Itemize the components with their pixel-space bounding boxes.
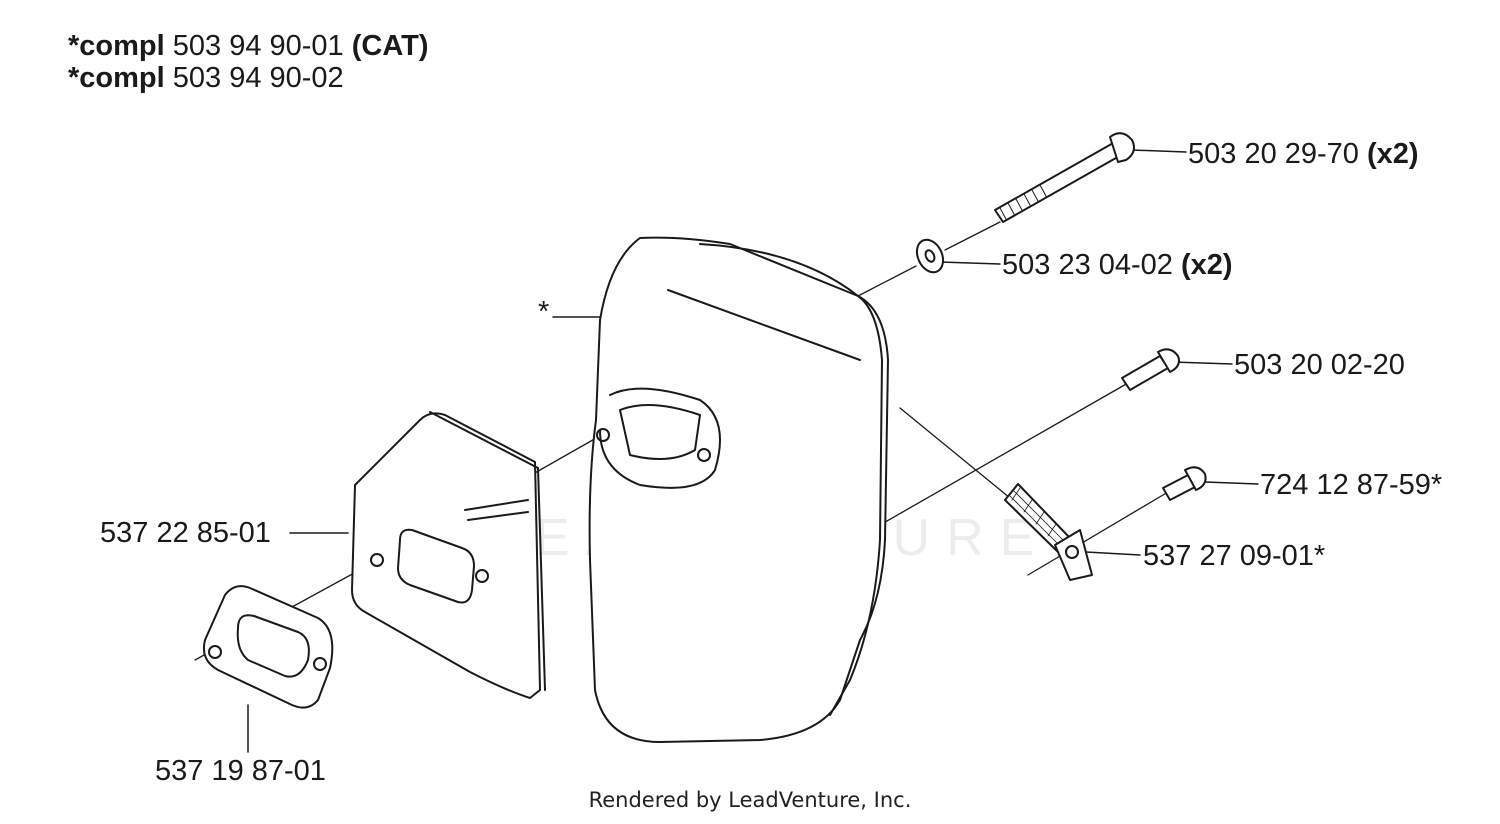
heat-shield-part: [351, 411, 546, 699]
footer-credit: Rendered by LeadVenture, Inc.: [588, 788, 912, 812]
label-plate: 537 27 09-01*: [1143, 540, 1326, 572]
label-gasket: 537 19 87-01: [155, 755, 326, 787]
label-washer: 503 23 04-02 (x2): [1002, 249, 1233, 281]
header-line-1: *compl 503 94 90-01 (CAT): [68, 30, 429, 62]
washer-part: [915, 238, 945, 274]
label-screw: 503 20 02-20: [1234, 349, 1405, 381]
screen-plate-part: [1004, 483, 1093, 581]
label-heat-shield: 537 22 85-01: [100, 517, 271, 549]
muffler-body-part: [588, 236, 889, 743]
label-washer-number: 503 23 04-02: [1002, 249, 1173, 281]
long-bolt-part: [994, 132, 1135, 223]
label-long-bolt: 503 20 29-70 (x2): [1188, 138, 1419, 170]
label-long-bolt-number: 503 20 29-70: [1188, 138, 1359, 170]
assembly-header: *compl 503 94 90-01 (CAT) *compl 503 94 …: [68, 30, 429, 94]
header-line1-number: 503 94 90-01: [172, 30, 344, 62]
header-line-2: *compl 503 94 90-02: [68, 62, 429, 94]
gasket-part: [202, 585, 334, 709]
header-line2-number: 503 94 90-02: [172, 62, 344, 94]
header-line2-prefix: *compl: [68, 62, 165, 94]
label-washer-qty: (x2): [1181, 249, 1233, 281]
label-small-screw: 724 12 87-59*: [1260, 469, 1443, 501]
header-line1-suffix: (CAT): [351, 30, 429, 62]
label-asterisk: *: [538, 296, 550, 328]
screw-part: [1121, 348, 1180, 391]
leader-lines: [247, 149, 1259, 753]
header-line1-prefix: *compl: [68, 30, 165, 62]
label-long-bolt-qty: (x2): [1367, 138, 1419, 170]
small-screw-part: [1162, 466, 1207, 501]
